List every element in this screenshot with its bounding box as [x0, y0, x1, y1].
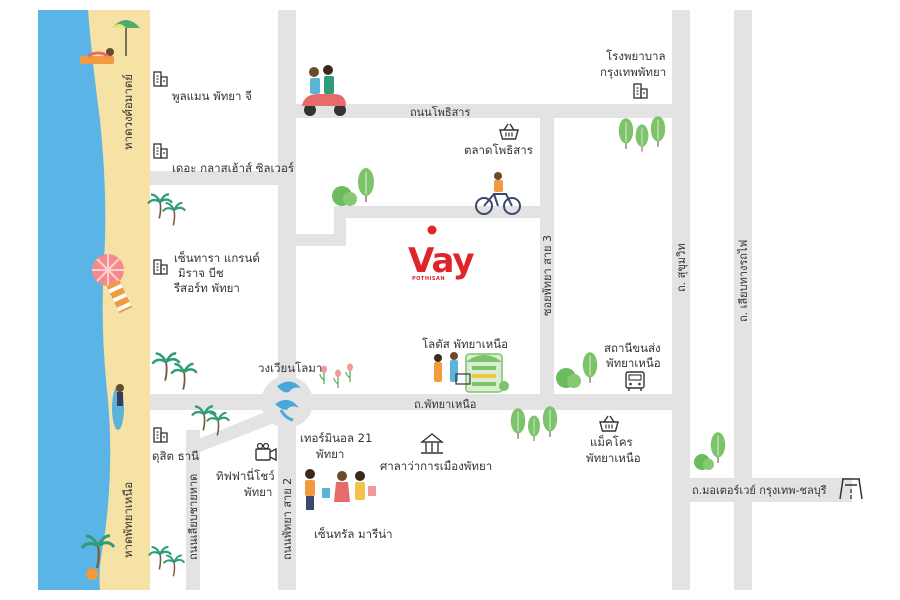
place-label-makro-2: พัทยาเหนือ [586, 451, 641, 465]
place-label-lotus: โลตัส พัทยาเหนือ [422, 337, 508, 351]
brand-logo-sub: POTHISAN [412, 276, 445, 282]
place-label-pullman: พูลแมน พัทยา จี [172, 89, 252, 103]
road-label-sukhumvit: ถ. สุขุมวิท [675, 243, 688, 292]
road-label-soi-pattaya-sai3: ซอยพัทยา สาย 3 [541, 235, 554, 316]
shoppers-lotus-icon [434, 352, 509, 393]
place-label-city-hall: ศาลาว่าการเมืองพัทยา [380, 459, 492, 473]
place-label-terminal-2: พัทยา [316, 447, 344, 461]
cyclist-icon [475, 172, 521, 215]
building-icon [153, 143, 168, 159]
place-label-hospital-2: กรุงเทพพัทยา [600, 65, 666, 79]
basket-icon [599, 415, 619, 432]
camera-icon [255, 442, 277, 462]
road-label-motorway: ถ.มอเตอร์เวย์ กรุงเทพ-ชลบุรี [692, 484, 827, 497]
government-icon [420, 433, 444, 454]
building-icon [153, 259, 168, 275]
beach-palm-icon [80, 534, 116, 580]
building-icon [633, 83, 648, 99]
shoppers-central-icon [305, 469, 376, 510]
road-label-railway: ถ. เลียบทางรถไฟ [737, 240, 750, 322]
road-label-pattaya-nuea: ถ.พัทยาเหนือ [414, 398, 476, 411]
place-label-dusit: ดุสิต ธานี [152, 449, 199, 463]
road-label-pattaya-sai2: ถนนพัทยา สาย 2 [281, 478, 294, 560]
surfer-icon [112, 384, 124, 430]
building-icon [153, 427, 168, 443]
place-label-pho-sarn-market: ตลาดโพธิสาร [464, 143, 533, 157]
sunbather-icon [80, 48, 114, 64]
beach-label-pattaya-nuea: หาดพัทยาเหนือ [121, 482, 135, 558]
place-label-tiffany-2: พัทยา [244, 485, 272, 499]
building-icon [153, 71, 168, 87]
dolphin-icon [275, 381, 301, 422]
umbrella-icon [112, 20, 140, 56]
place-label-tiffany-1: ทิฟฟานี่โชว์ [216, 468, 275, 483]
place-label-centara-2: มิราจ บีช [178, 266, 224, 280]
place-label-hospital-1: โรงพยาบาล [606, 49, 666, 63]
beach-umbrella-icon [92, 254, 133, 314]
place-label-centara-3: รีสอร์ท พัทยา [173, 281, 240, 295]
location-dot-icon [427, 225, 437, 235]
place-label-glass-house: เดอะ กลาสเฮ้าส์ ซิลเวอร์ [172, 161, 294, 175]
road-label-beach-road: ถนนเลียบชายหาด [187, 474, 200, 560]
tree-icon [319, 115, 726, 470]
bus-icon [625, 371, 645, 391]
beach-label-wong-amat: หาดวงศ์อมาตย์ [121, 74, 135, 150]
place-label-dolphin: วงเวียนโลมา [258, 361, 322, 375]
basket-icon [499, 123, 519, 140]
place-label-bus-station-2: พัทยาเหนือ [606, 356, 661, 370]
brand-logo: Vay [408, 241, 474, 281]
place-label-terminal-1: เทอร์มินอล 21 [300, 431, 372, 445]
road-label-pho-sarn: ถนนโพธิสาร [410, 105, 470, 119]
place-label-centara-1: เซ็นทารา แกรนด์ [174, 250, 260, 265]
scooter-riders-icon [302, 65, 346, 116]
place-label-bus-station-1: สถานีขนส่ง [604, 341, 661, 355]
place-label-makro-1: แม็คโคร [590, 434, 633, 449]
place-label-central: เซ็นทรัล มารีน่า [314, 526, 393, 541]
expressway-icon [839, 478, 863, 500]
